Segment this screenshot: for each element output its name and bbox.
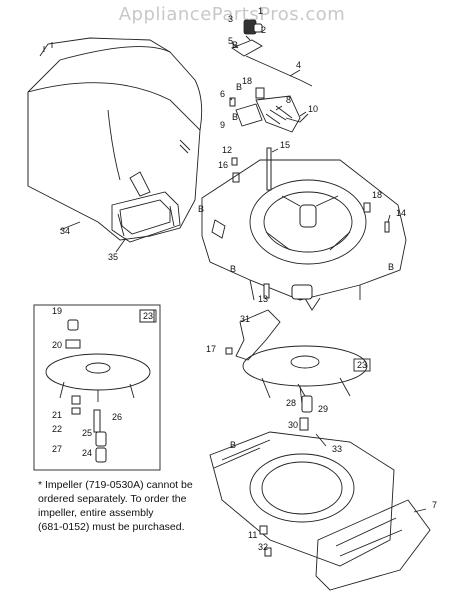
note-line-3: impeller, entire assembly <box>38 507 154 519</box>
callout-14: 14 <box>396 208 406 218</box>
callout-15: 15 <box>280 140 290 150</box>
callout-25: 25 <box>82 428 92 438</box>
callout-22: 22 <box>52 424 62 434</box>
impeller-inset-box <box>33 304 161 471</box>
callout-27: 27 <box>52 444 62 454</box>
callout-4: 4 <box>296 60 301 70</box>
collection-bag <box>27 37 203 243</box>
callout-5: 5 <box>228 36 233 46</box>
callout-12: 12 <box>222 145 232 155</box>
callout-34: 34 <box>60 226 70 236</box>
upper-control-parts <box>229 19 390 233</box>
callout-13: 13 <box>258 294 268 304</box>
callout-16: 16 <box>218 160 228 170</box>
lower-housing <box>209 431 431 591</box>
letter-b-7: B <box>388 262 394 272</box>
callout-30: 30 <box>288 420 298 430</box>
callout-24: 24 <box>82 448 92 458</box>
callout-9: 9 <box>220 120 225 130</box>
letter-b-2: B <box>230 264 236 274</box>
callout-numbers: 1 2 3 4 5 6 7 8 9 10 11 12 13 14 15 16 1… <box>52 6 437 552</box>
callout-7: 7 <box>432 500 437 510</box>
callout-2: 2 <box>261 25 266 35</box>
callout-32: 32 <box>258 542 268 552</box>
callout-1: 1 <box>258 6 263 16</box>
watermark: AppliancePartsPros.com <box>118 4 346 25</box>
callout-10: 10 <box>308 104 318 114</box>
callout-31: 31 <box>240 314 250 324</box>
letter-b-3: B <box>230 440 236 450</box>
discharge-chute <box>225 309 281 361</box>
callout-18-right: 18 <box>372 190 382 200</box>
callout-28: 28 <box>286 398 296 408</box>
callout-33: 33 <box>332 444 342 454</box>
impeller-assembly <box>242 345 368 431</box>
callout-29: 29 <box>318 404 328 414</box>
callout-23-main: 23 <box>357 360 367 370</box>
callout-6: 6 <box>220 89 225 99</box>
callout-17: 17 <box>206 344 216 354</box>
callout-26: 26 <box>112 412 122 422</box>
callout-18-upper: 18 <box>242 76 252 86</box>
callout-20: 20 <box>52 340 62 350</box>
callout-3: 3 <box>228 14 233 24</box>
callout-19: 19 <box>52 306 62 316</box>
note-line-4: (681-0152) must be purchased. <box>38 521 185 533</box>
leader-lines <box>59 35 427 513</box>
letter-b-6: B <box>232 112 238 122</box>
letter-b-5: B <box>236 82 242 92</box>
callout-21: 21 <box>52 410 62 420</box>
letter-b-4: B <box>232 40 238 50</box>
note-line-1: * Impeller (719-0530A) cannot be <box>38 479 193 491</box>
note-line-2: ordered separately. To order the <box>38 493 187 505</box>
callout-35: 35 <box>108 252 118 262</box>
callout-11: 11 <box>248 530 257 540</box>
parts-note: * Impeller (719-0530A) cannot be ordered… <box>38 478 193 534</box>
callout-8: 8 <box>286 95 291 105</box>
inset-box-label: 23 <box>143 311 153 321</box>
letter-labels: B B B B B B B <box>198 40 394 450</box>
mower-deck-housing <box>201 159 407 311</box>
letter-b-1: B <box>198 204 204 214</box>
box-labels: 23 <box>139 309 371 372</box>
